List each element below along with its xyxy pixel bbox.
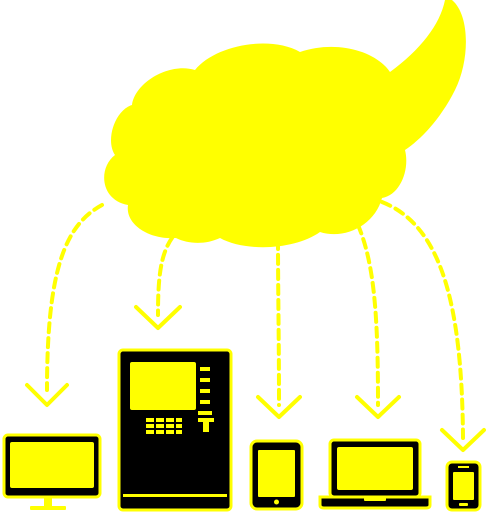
- arrow-to-tablet: [276, 238, 281, 407]
- chevron-down-icon: [25, 383, 69, 407]
- chevron-down-icon: [355, 395, 401, 419]
- smartphone-icon: [445, 460, 482, 512]
- cloud-icon: [104, 0, 466, 248]
- desktop-monitor-icon: [2, 433, 102, 510]
- dashed-connectors: [45, 200, 465, 440]
- card-slot-icon: [198, 418, 214, 432]
- laptop-icon: [318, 438, 432, 510]
- chevron-down-icon: [256, 395, 302, 419]
- arrow-to-laptop: [356, 223, 380, 407]
- keypad-icon: [146, 418, 182, 434]
- arrow-heads: [25, 305, 486, 452]
- arrow-to-phone: [380, 200, 465, 440]
- tablet-icon: [249, 439, 304, 511]
- arrow-to-monitor: [45, 203, 104, 392]
- atm-kiosk-icon: [117, 348, 233, 512]
- arrow-to-atm: [156, 236, 174, 317]
- chevron-down-icon: [440, 428, 486, 452]
- chevron-down-icon: [134, 305, 182, 330]
